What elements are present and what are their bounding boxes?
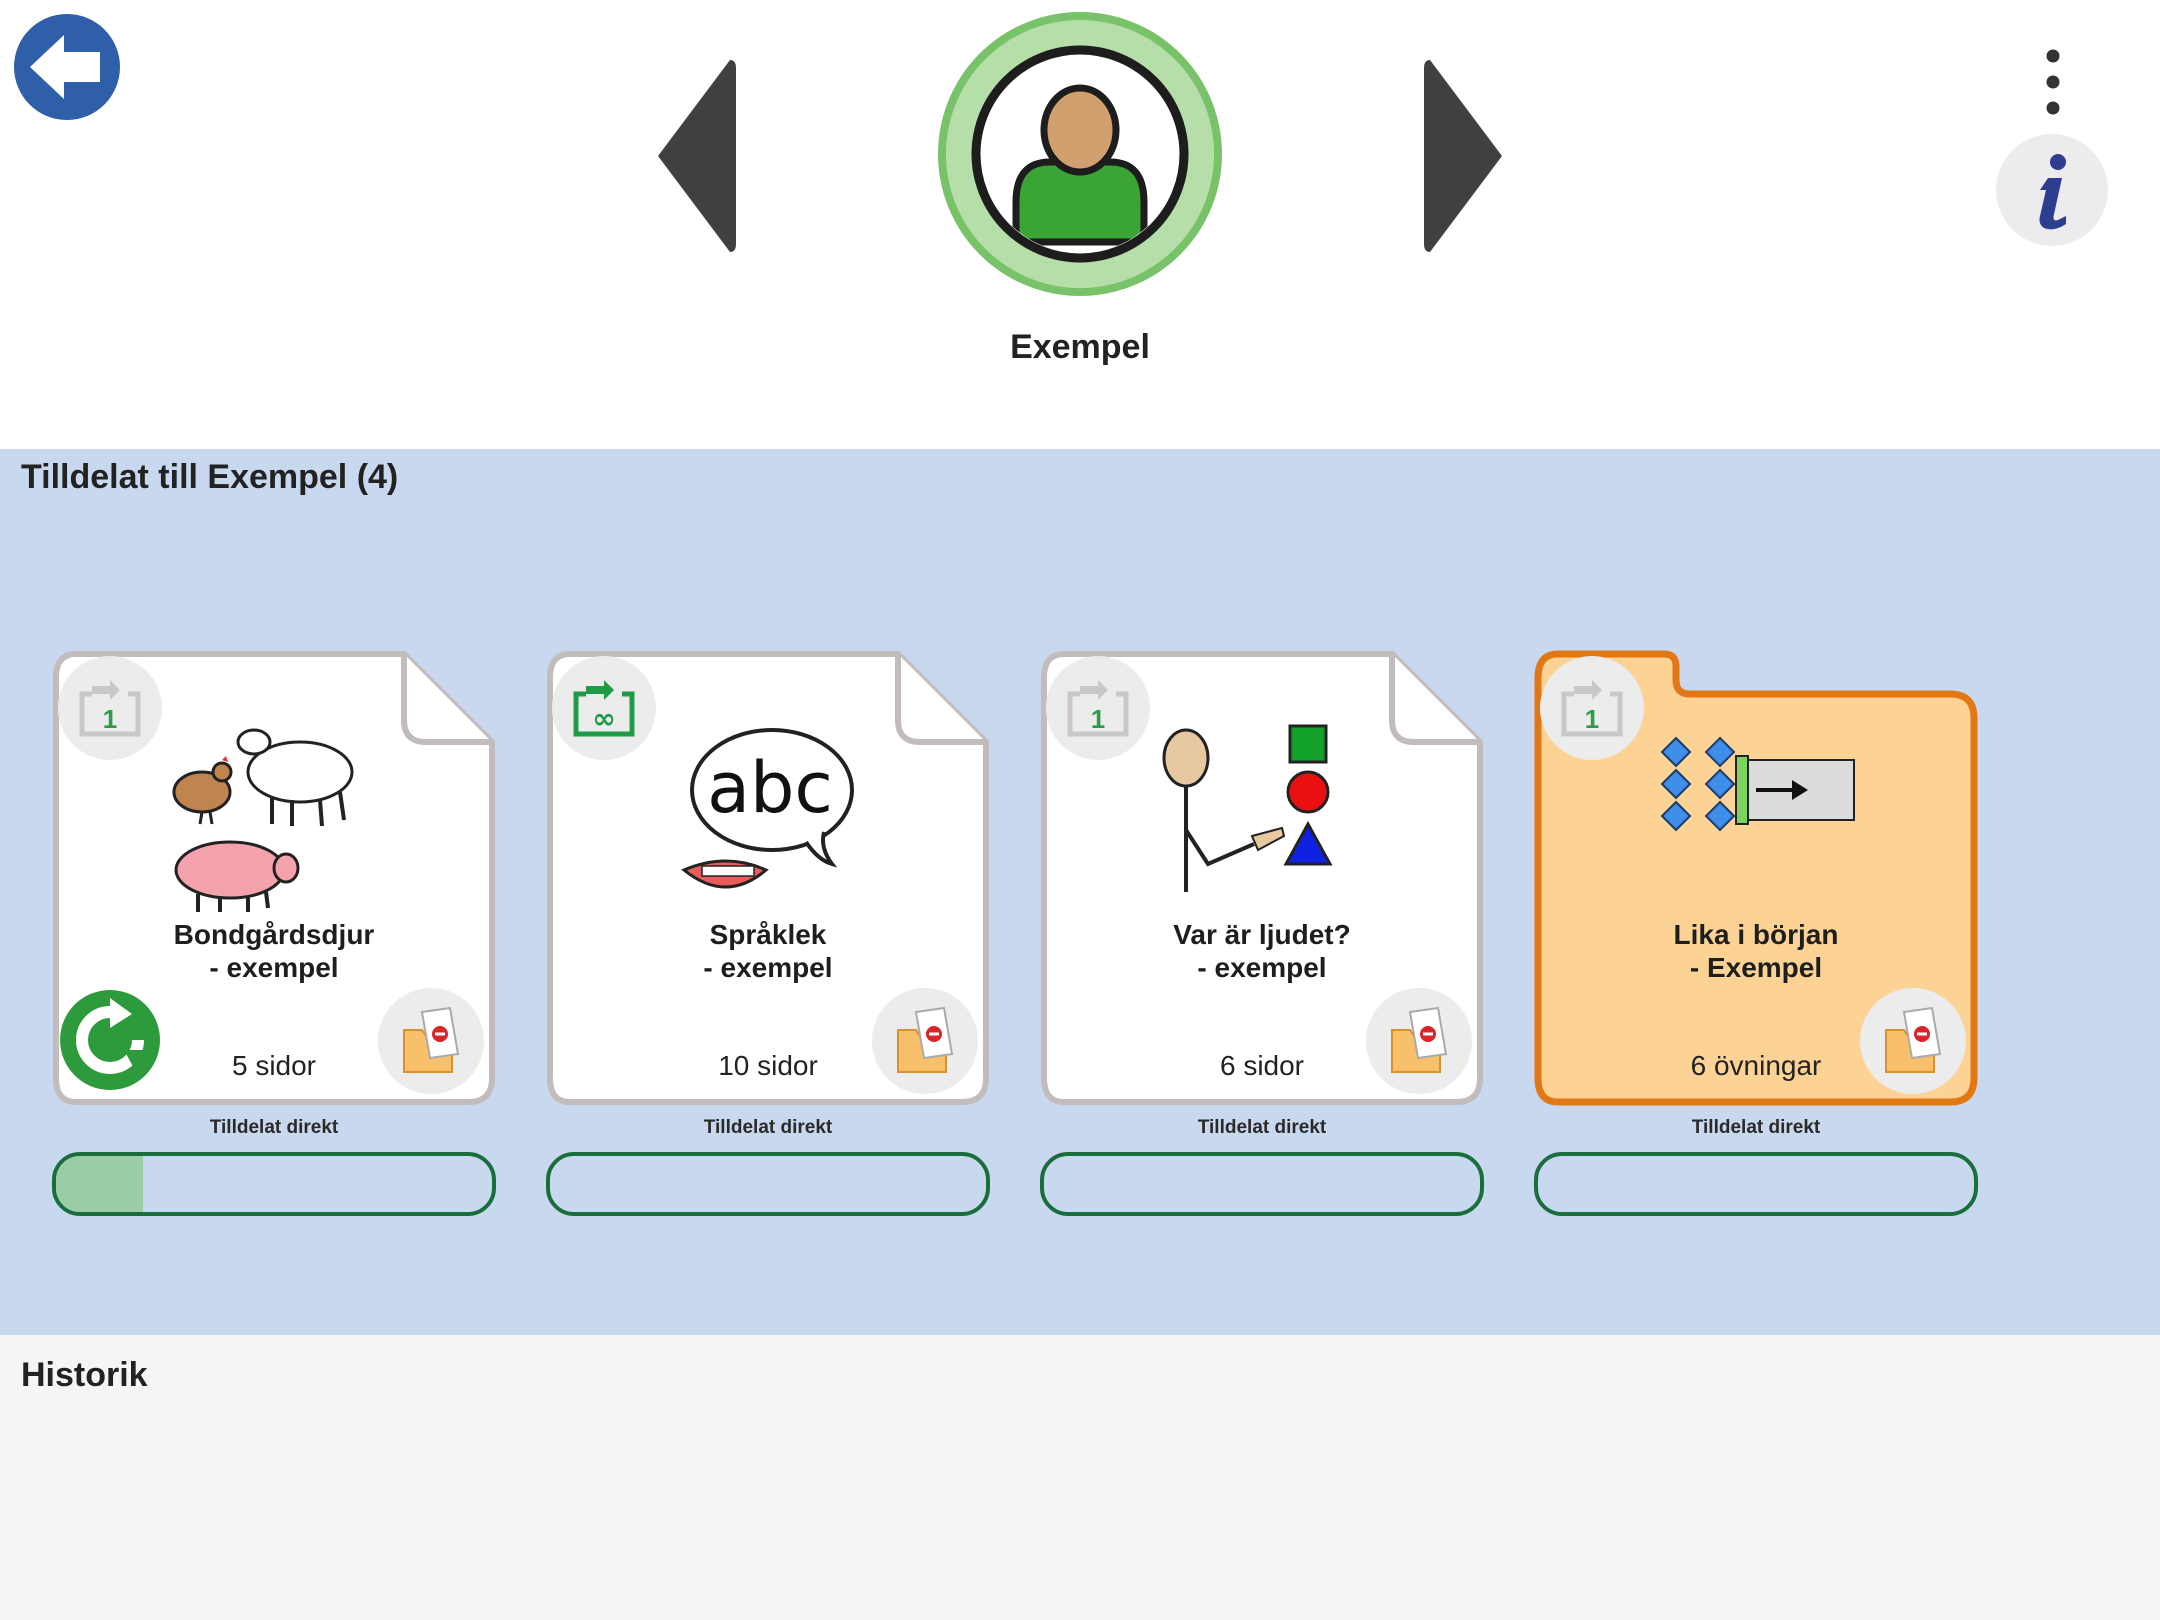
document-card-background [547, 651, 989, 1105]
assigned-section-title: Tilldelat till Exempel (4) [21, 458, 399, 496]
assignment-progress-bar [52, 1152, 496, 1216]
repeat-once-icon: 1 [79, 680, 141, 737]
page-count: 10 sidor [718, 1050, 818, 1081]
assignment-title-line2: - Exempel [1689, 952, 1823, 983]
arrow-left-circle-icon [14, 14, 120, 120]
assignment-card-farm-animals[interactable]: 1 Bondgårdsdjur - exempel 5 sidor [52, 650, 496, 1106]
document-remove-icon [897, 1006, 954, 1073]
document-remove-icon [1391, 1006, 1448, 1073]
history-section-title: Historik [21, 1356, 148, 1394]
assignment-title-line2: - exempel [209, 952, 339, 983]
farm-animals-illustration [172, 728, 354, 912]
assignment-source-label: Tilldelat direkt [1691, 1117, 1821, 1138]
chevron-left-triangle-icon [658, 60, 736, 252]
assignment-source-label: Tilldelat direkt [703, 1117, 833, 1138]
assignment-card-language-play[interactable]: ∞ abc Språklek - exempel 10 sidor [546, 650, 990, 1106]
repeat-infinite-icon: ∞ [573, 680, 635, 737]
assignment-title: Språklek - exempel [546, 918, 990, 984]
next-user-button[interactable] [1420, 56, 1508, 256]
repeat-once-icon: 1 [1067, 680, 1129, 737]
remove-assignment-button[interactable] [872, 988, 978, 1094]
document-card-background [1041, 651, 1483, 1105]
assignment-title: Var är ljudet? - exempel [1040, 918, 1484, 984]
assignment-source-label: Tilldelat direkt [209, 1117, 339, 1138]
remove-assignment-button[interactable] [378, 988, 484, 1094]
svg-text:1: 1 [1091, 704, 1105, 734]
assignment-title-line1: Lika i början [1673, 919, 1839, 950]
svg-text:abc: abc [707, 747, 833, 829]
matching-diamonds-illustration [1660, 736, 1855, 832]
history-section [0, 1335, 2160, 1620]
repeat-once-icon: 1 [1561, 680, 1623, 737]
back-button[interactable] [14, 14, 120, 120]
svg-text:∞: ∞ [592, 702, 615, 735]
assignment-card-same-beginning[interactable]: 1 Lika i början - Exempel 6 övningar [1534, 650, 1978, 1106]
chevron-right-triangle-icon [1424, 60, 1502, 252]
pointing-shapes-illustration [1162, 724, 1333, 892]
more-options-button[interactable] [2030, 44, 2076, 120]
assignment-title: Bondgårdsdjur - exempel [52, 918, 496, 984]
assignment-title-line2: - exempel [1197, 952, 1327, 983]
repeat-once-badge: 1 [1540, 656, 1644, 760]
assignment-progress-bar [1040, 1152, 1484, 1216]
previous-user-button[interactable] [652, 56, 740, 256]
abc-speech-illustration: abc [681, 728, 854, 889]
assignment-progress-bar [1534, 1152, 1978, 1216]
assignment-title-line1: Bondgårdsdjur [173, 919, 375, 950]
svg-text:1: 1 [1585, 704, 1599, 734]
assignment-source-label: Tilldelat direkt [1197, 1117, 1327, 1138]
assignment-title-line1: Var är ljudet? [1173, 919, 1351, 950]
restart-button[interactable] [60, 990, 160, 1090]
page-count: 5 sidor [231, 1050, 317, 1081]
document-remove-icon [403, 1006, 460, 1073]
repeat-once-badge: 1 [58, 656, 162, 760]
assignment-title-line1: Språklek [709, 919, 827, 950]
user-avatar[interactable] [938, 12, 1222, 296]
repeat-infinite-badge: ∞ [552, 656, 656, 760]
info-button[interactable] [1996, 134, 2108, 246]
vertical-ellipsis-icon [2046, 49, 2060, 115]
person-avatar-icon [938, 12, 1222, 296]
restart-arrow-icon [76, 998, 146, 1074]
document-remove-icon [1885, 1006, 1942, 1073]
remove-assignment-button[interactable] [1860, 988, 1966, 1094]
folder-card-background [1534, 650, 1978, 1106]
assignment-card-where-is-sound[interactable]: 1 Var är ljudet? - exempel 6 sidor [1040, 650, 1484, 1106]
remove-assignment-button[interactable] [1366, 988, 1472, 1094]
svg-text:1: 1 [103, 704, 117, 734]
assignment-title-line2: - exempel [703, 952, 833, 983]
exercise-count: 6 övningar [1690, 1050, 1822, 1081]
assignment-progress-bar [546, 1152, 990, 1216]
progress-fill [56, 1156, 144, 1212]
repeat-once-badge: 1 [1046, 656, 1150, 760]
info-icon [2039, 154, 2066, 230]
assignment-title: Lika i början - Exempel [1534, 918, 1978, 984]
page-count: 6 sidor [1219, 1050, 1305, 1081]
user-name: Exempel [1010, 328, 1150, 366]
